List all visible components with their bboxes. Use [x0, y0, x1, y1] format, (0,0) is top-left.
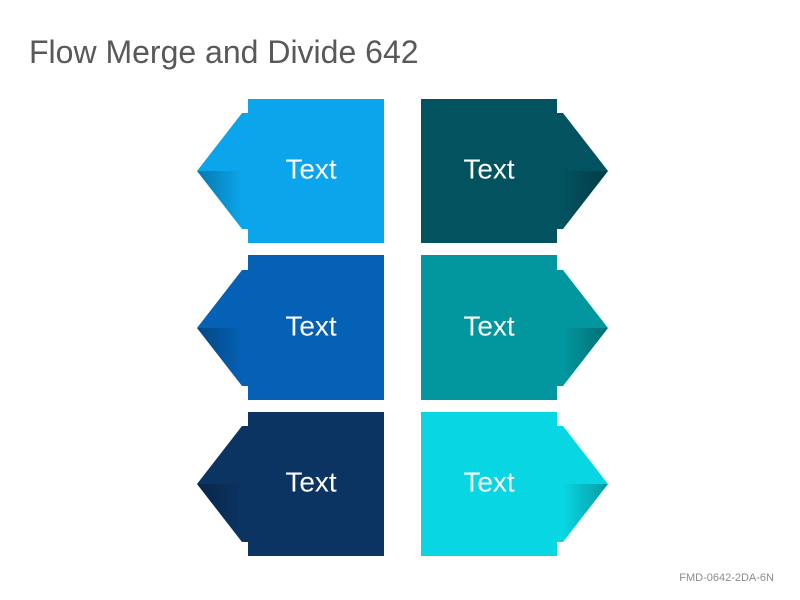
right-arrow-shade-3 [563, 484, 608, 542]
left-arrow-shape-2: Text [197, 255, 384, 400]
right-arrow-shape-2: Text [421, 255, 608, 400]
right-arrow-shade-2 [563, 328, 608, 386]
left-arrow-label-2: Text [285, 310, 337, 341]
right-arrow-label-1: Text [463, 153, 515, 184]
right-arrow-shape-3: Text [421, 412, 608, 556]
left-arrow-body-2 [197, 255, 384, 400]
left-arrow-label-1: Text [285, 153, 337, 184]
left-arrow-shade-3 [197, 484, 242, 542]
right-arrow-label-3: Text [463, 466, 515, 497]
left-arrow-shape-3: Text [197, 412, 384, 556]
left-arrow-shape-1: Text [197, 99, 384, 243]
left-arrow-body-3 [197, 412, 384, 556]
left-arrow-body-1 [197, 99, 384, 243]
left-arrow-shade-1 [197, 171, 242, 229]
right-arrow-body-2 [421, 255, 608, 400]
left-arrow-shade-2 [197, 328, 242, 386]
right-arrow-body-1 [421, 99, 608, 243]
slide-code: FMD-0642-2DA-6N [679, 572, 774, 584]
right-arrow-label-2: Text [463, 310, 515, 341]
slide-title: Flow Merge and Divide 642 [29, 34, 419, 70]
right-arrow-shade-1 [563, 171, 608, 229]
right-arrow-shape-1: Text [421, 99, 608, 243]
right-arrow-body-3 [421, 412, 608, 556]
left-arrow-label-3: Text [285, 466, 337, 497]
